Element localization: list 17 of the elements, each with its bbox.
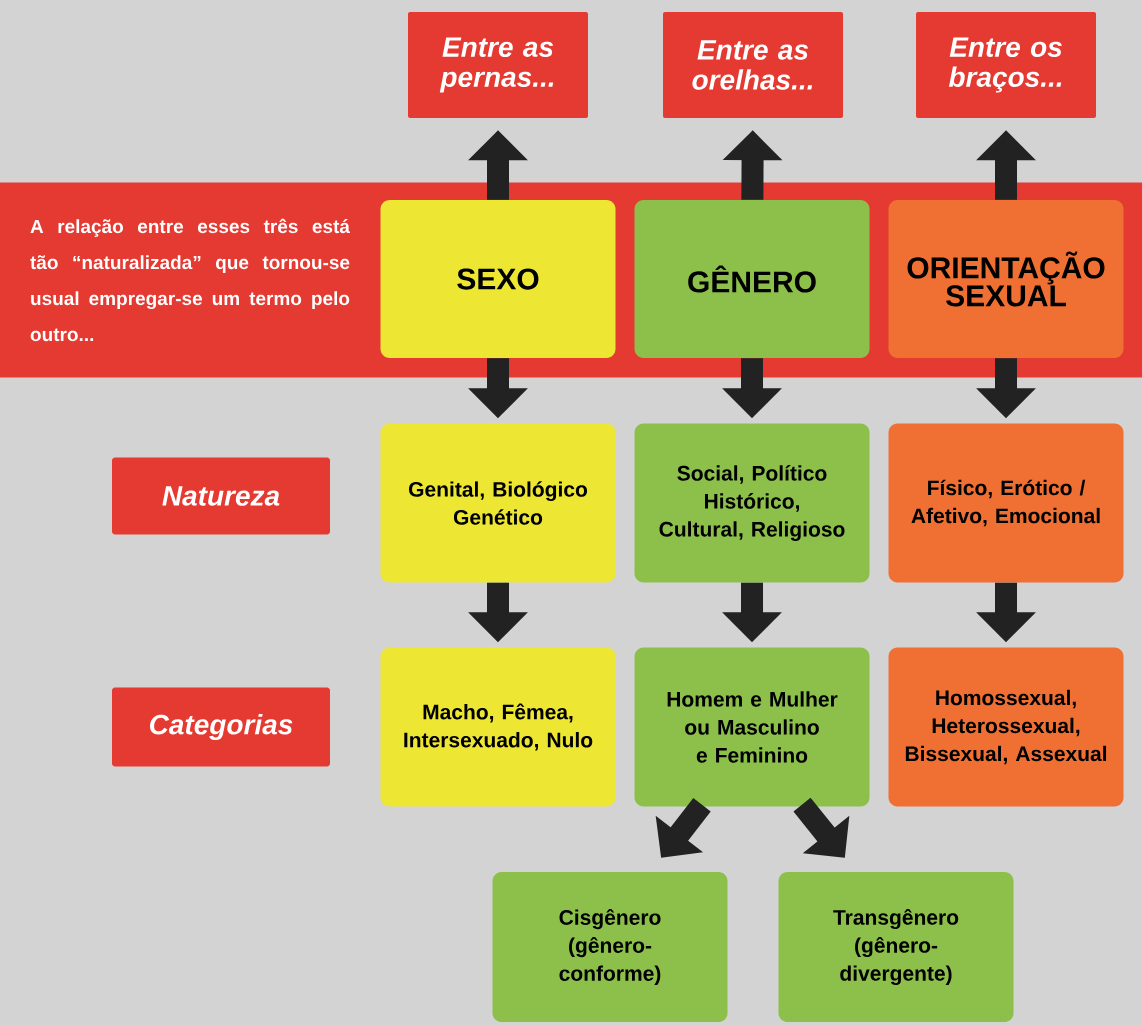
info-box: Genital, Biológico Genético — [380, 423, 616, 583]
info-box: Homossexual, Heterossexual, Bissexual, Assexual — [888, 647, 1124, 807]
callout-box: Entre as orelhas... — [663, 12, 843, 118]
info-box: Transgênero (gênero-divergente) — [778, 872, 1014, 1022]
info-box: Físico, Erótico / Afetivo, Emocional — [888, 423, 1124, 583]
info-box: Social, Político Histórico, Cultural, Religioso — [634, 423, 870, 583]
category-box: GÊNERO — [634, 200, 870, 358]
label-box: Natureza — [112, 457, 330, 535]
category-box: ORIENTAÇÃO SEXUAL — [888, 200, 1124, 358]
block-arrow — [793, 797, 850, 858]
info-box: Macho, Fêmea, Intersexuado, Nulo — [380, 647, 616, 807]
info-box: Homem e Mulher ou Masculino e Feminino — [634, 647, 870, 807]
callout-box: Entre as pernas... — [408, 12, 588, 118]
label-box: Categorias — [112, 687, 330, 767]
info-box: Cisgênero (gênero-conforme) — [492, 872, 728, 1022]
callout-box: Entre os braços... — [916, 12, 1096, 118]
category-box: SEXO — [380, 200, 616, 358]
